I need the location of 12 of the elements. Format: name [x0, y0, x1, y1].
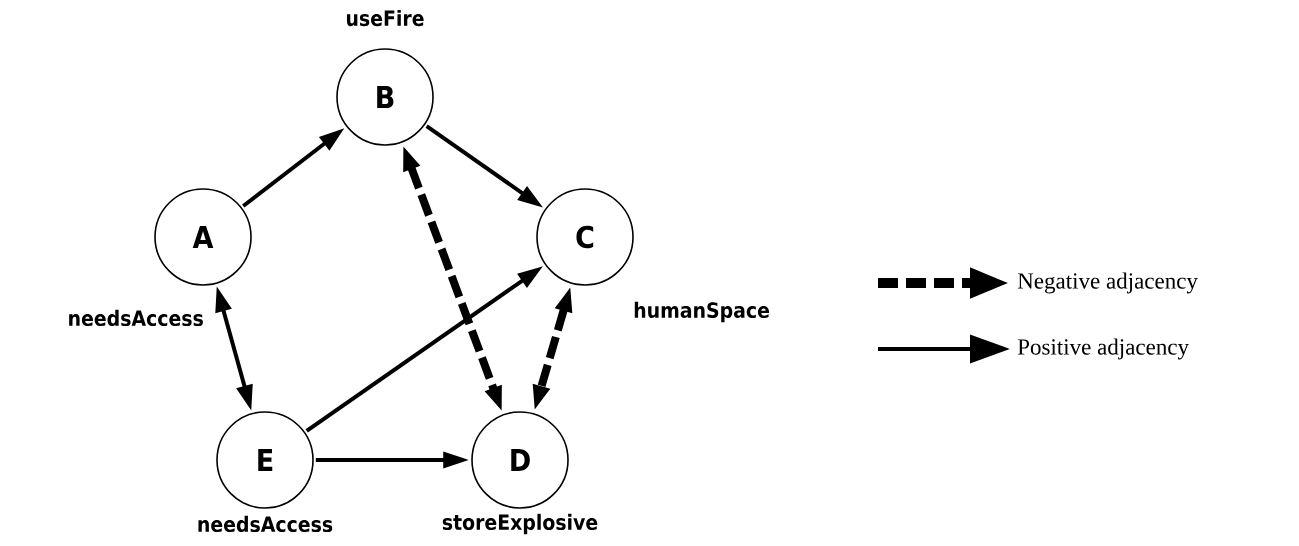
- legend-text: Negative adjacency: [1017, 272, 1198, 294]
- circle-node: E: [216, 411, 314, 509]
- circle-node: D: [471, 411, 569, 509]
- node-label: useFire: [346, 9, 424, 27]
- circle-node: C: [536, 188, 634, 286]
- legend-text: Positive adjacency: [1017, 338, 1189, 360]
- node-label: needsAccess: [69, 309, 203, 327]
- circle-node: B: [336, 48, 434, 146]
- node-label: humanSpace: [634, 301, 770, 323]
- circle-node: A: [154, 188, 252, 286]
- node-label: needsAccess: [198, 515, 333, 533]
- node-label: storeExplosive: [442, 513, 598, 535]
